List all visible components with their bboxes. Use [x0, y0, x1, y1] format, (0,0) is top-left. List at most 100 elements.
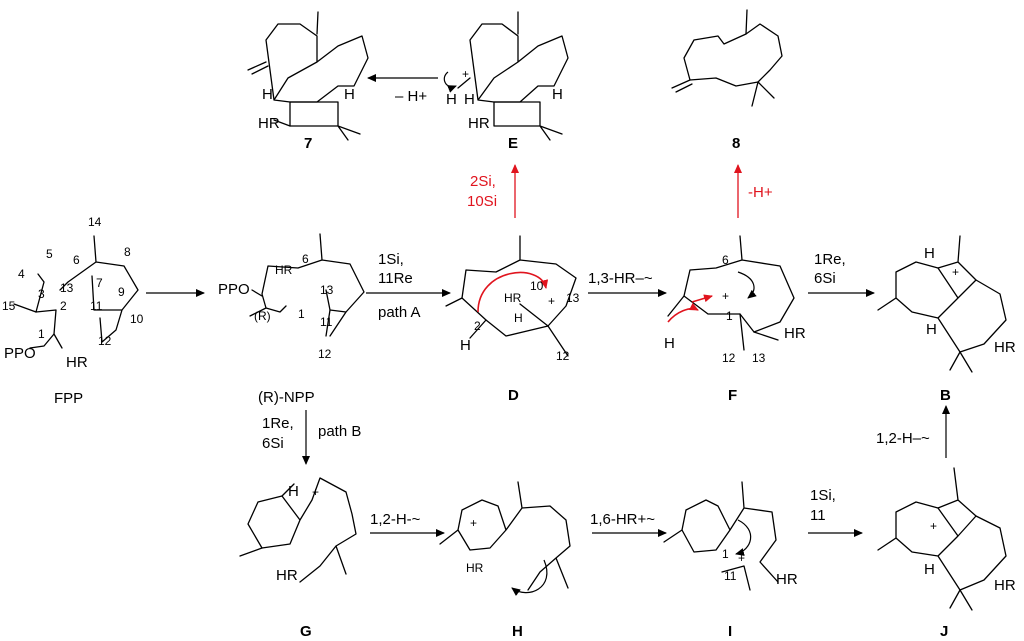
locant-1: 1: [722, 547, 729, 561]
compound-8-structure: [671, 9, 783, 107]
locant-2: 2: [474, 319, 481, 333]
atom-HR: HR: [468, 115, 490, 132]
arrow-npp-to-g-label-2: 6Si: [262, 435, 284, 452]
locant-13: 13: [320, 283, 334, 297]
atom-H: H: [446, 91, 457, 108]
atom-H: H: [514, 311, 523, 325]
atom-H: H: [464, 91, 475, 108]
atom-H: H: [664, 335, 675, 352]
label-compound-FPP: FPP: [54, 390, 83, 407]
arrow-g-to-h-label: 1,2-H-~: [370, 511, 421, 528]
compound-I-structure: 1 + 11 HR: [663, 481, 798, 591]
atom-PPO: PPO: [218, 281, 250, 298]
atom-HR: HR: [258, 115, 280, 132]
cation-plus: +: [722, 289, 729, 303]
atom-H: H: [924, 245, 935, 262]
atom-HR: HR: [66, 354, 88, 371]
atom-H: H: [344, 86, 355, 103]
compound-7-structure: H H HR: [247, 11, 369, 141]
atom-H: H: [262, 86, 273, 103]
arrow-i-to-j-label-1: 1Si,: [810, 487, 836, 504]
label-compound-E: E: [508, 135, 518, 152]
atom-HR: HR: [466, 561, 484, 575]
label-compound-NPP: (R)-NPP: [258, 389, 315, 406]
label-compound-J: J: [940, 623, 948, 640]
arrow-d-to-e-label-1: 2Si,: [470, 173, 496, 190]
label-compound-G: G: [300, 623, 312, 640]
atom-HR: HR: [994, 339, 1016, 356]
atom-H: H: [288, 483, 299, 500]
locant-14: 14: [88, 215, 102, 229]
locant-7: 7: [96, 276, 103, 290]
compound-F-structure: 6 + 1 H HR 12 13: [664, 235, 806, 365]
cation-plus: +: [462, 67, 469, 81]
label-compound-D: D: [508, 387, 519, 404]
atom-HR: HR: [504, 291, 522, 305]
locant-3: 3: [38, 287, 45, 301]
locant-1: 1: [726, 309, 733, 323]
compound-E-structure: + H H H HR: [443, 11, 569, 141]
label-compound-B: B: [940, 387, 951, 404]
label-compound-H: H: [512, 623, 523, 640]
locant-9: 9: [118, 285, 125, 299]
locant-15: 15: [2, 299, 16, 313]
atom-HR: HR: [275, 263, 293, 277]
locant-1: 1: [38, 327, 45, 341]
compound-D-structure: + 10 HR H 13 2 H 12: [445, 235, 580, 363]
compound-H-structure: + HR: [439, 481, 571, 596]
arrow-npp-to-g-label-1: 1Re,: [262, 415, 294, 432]
locant-4: 4: [18, 267, 25, 281]
cation-plus: +: [312, 485, 319, 499]
cation-plus: +: [930, 519, 937, 533]
locant-6: 6: [302, 252, 309, 266]
arrow-f-to-b-label-1: 1Re,: [814, 251, 846, 268]
locant-13: 13: [566, 291, 580, 305]
arrow-npp-to-g-label-3: path B: [318, 423, 361, 440]
atom-H: H: [552, 86, 563, 103]
arrow-h-to-i-label: 1,6-HR+~: [590, 511, 655, 528]
compound-G-structure: H + HR: [239, 477, 357, 584]
arrow-d-to-e-label-2: 10Si: [467, 193, 497, 210]
atom-H: H: [926, 321, 937, 338]
atom-PPO: PPO: [4, 345, 36, 362]
atom-H: H: [924, 561, 935, 578]
compound-B-structure: H + H HR: [877, 235, 1016, 373]
locant-11: 11: [90, 299, 103, 313]
locant-12: 12: [98, 334, 112, 348]
locant-12: 12: [318, 347, 332, 361]
atom-HR: HR: [776, 571, 798, 588]
arrow-j-to-b-label: 1,2-H–~: [876, 430, 930, 447]
label-compound-8: 8: [732, 135, 740, 152]
locant-5: 5: [46, 247, 53, 261]
cation-plus: +: [470, 516, 477, 530]
atom-HR: HR: [784, 325, 806, 342]
arrow-d-to-f-label: 1,3-HR–~: [588, 270, 653, 287]
locant-6: 6: [722, 253, 729, 267]
arrow-f-to-8-label: -H+: [748, 184, 773, 201]
locant-13: 13: [60, 281, 74, 295]
locant-12: 12: [722, 351, 736, 365]
locant-13: 13: [752, 351, 766, 365]
cation-plus: +: [548, 294, 555, 308]
arrow-npp-to-d-label-1: 1Si,: [378, 251, 404, 268]
locant-1: 1: [298, 307, 305, 321]
locant-11: 11: [724, 569, 737, 583]
stereo-R: (R): [254, 309, 271, 323]
arrow-e-to-7-label: – H+: [395, 88, 427, 105]
locant-8: 8: [124, 245, 131, 259]
compound-NPP-structure: PPO HR 6 (R) 13 1 11 12: [218, 233, 365, 361]
locant-2: 2: [60, 299, 67, 313]
locant-10: 10: [530, 279, 544, 293]
label-compound-I: I: [728, 623, 732, 640]
atom-H: H: [460, 337, 471, 354]
locant-10: 10: [130, 312, 144, 326]
atom-HR: HR: [276, 567, 298, 584]
arrow-npp-to-d-label-3: path A: [378, 304, 421, 321]
locant-12: 12: [556, 349, 570, 363]
cation-plus: +: [952, 265, 959, 279]
locant-11: 11: [320, 315, 333, 329]
arrow-i-to-j-label-2: 11: [810, 507, 826, 524]
compound-FPP-structure: 14 8 5 6 7 4 9 13 2 11 10 15 3 12 1 PPO …: [2, 215, 144, 371]
arrow-f-to-b-label-2: 6Si: [814, 270, 836, 287]
